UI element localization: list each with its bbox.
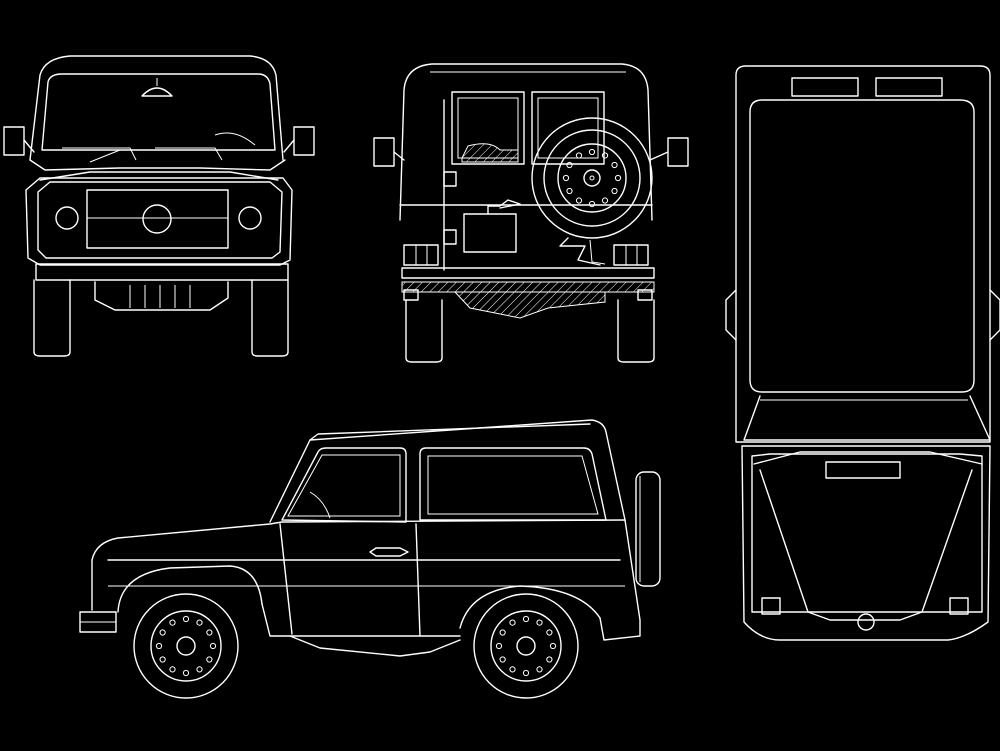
wheel-bolt xyxy=(546,629,553,636)
wheel-bolt xyxy=(159,656,166,663)
wheel-bolt xyxy=(209,642,217,650)
wheel-bolt xyxy=(196,619,203,626)
rear-view xyxy=(373,63,689,363)
rear-side-wheel-bolts xyxy=(495,615,557,677)
wheel-bolt xyxy=(611,187,618,195)
wheel-bolt xyxy=(509,666,516,673)
side-view xyxy=(79,419,661,699)
wheel-bolt xyxy=(159,629,166,636)
wheel-bolt xyxy=(588,148,596,156)
wheel-bolt xyxy=(182,615,190,623)
wheel-bolt xyxy=(182,669,190,677)
wheel-bolt xyxy=(611,161,618,169)
wheel-bolt xyxy=(601,152,609,159)
wheel-bolt xyxy=(549,642,557,650)
wheel-bolt xyxy=(499,656,506,663)
wheel-bolt xyxy=(566,161,573,169)
wheel-bolt xyxy=(601,197,609,204)
wheel-bolt xyxy=(536,666,543,673)
rear-wheel-bolts xyxy=(562,148,622,208)
wheel-bolt xyxy=(196,666,203,673)
front-wheel-bolts xyxy=(155,615,217,677)
wheel-bolt xyxy=(169,619,176,626)
wheel-bolt xyxy=(588,200,596,208)
wheel-bolt xyxy=(522,615,530,623)
wheel-bolt xyxy=(499,629,506,636)
top-view xyxy=(725,65,1000,641)
wheel-bolt xyxy=(575,152,583,159)
wheel-bolt xyxy=(546,656,553,663)
wheel-bolt xyxy=(575,197,583,204)
wheel-bolt xyxy=(566,187,573,195)
wheel-bolt xyxy=(495,642,503,650)
wheel-bolt xyxy=(169,666,176,673)
wheel-bolt xyxy=(522,669,530,677)
wheel-bolt xyxy=(509,619,516,626)
wheel-bolt xyxy=(562,174,570,182)
front-view xyxy=(3,55,315,357)
wheel-bolt xyxy=(206,656,213,663)
wheel-bolt xyxy=(536,619,543,626)
wheel-bolt xyxy=(155,642,163,650)
wheel-bolt xyxy=(206,629,213,636)
wheel-bolt xyxy=(614,174,622,182)
